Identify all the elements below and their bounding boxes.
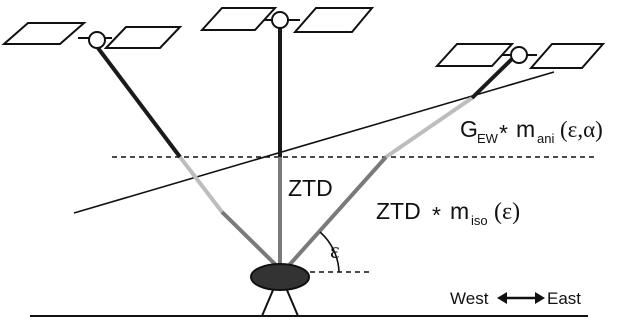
elevation-angle-symbol: ε [330,238,340,263]
satellite-west [1,22,183,49]
slant-function: m [450,198,469,224]
west-slant-ray [96,46,285,274]
satellite-zenith [199,7,375,33]
slant-function-subscript: iso [471,213,488,228]
slant-operator: * [432,202,441,228]
svg-text:m: m [450,198,469,224]
elevation-angle-arc [319,231,340,273]
svg-text:iso: iso [471,213,488,228]
satellite-east [434,43,606,69]
gradient-coefficient: G [460,116,478,142]
svg-text:m: m [516,116,535,142]
receiver-antenna [250,263,310,291]
gradient-function-subscript: ani [537,131,554,146]
slant-delay-label: ZTD * m iso (ε) [376,198,520,228]
direction-east-label: East [547,289,581,308]
svg-text:(ε): (ε) [494,199,520,225]
direction-west-label: West [450,289,489,308]
svg-text:*: * [432,202,441,228]
gradient-delay-label: G EW * m ani (ε,α) [460,116,603,146]
gradient-argument: (ε,α) [560,117,603,142]
svg-text:EW: EW [477,131,499,146]
direction-indicator: West East [450,289,581,308]
svg-text:(ε,α): (ε,α) [560,117,603,142]
svg-text:ani: ani [537,131,554,146]
gradient-function: m [516,116,535,142]
zenith-delay-label: ZTD [288,175,333,201]
gradient-operator: * [499,120,508,146]
gradient-coefficient-subscript: EW [477,131,499,146]
svg-text:G: G [460,116,478,142]
slant-argument: (ε) [494,199,520,225]
east-slant-ray [281,54,517,274]
slant-lhs: ZTD [376,198,421,224]
svg-text:*: * [499,120,508,146]
svg-text:ZTD: ZTD [376,198,421,224]
